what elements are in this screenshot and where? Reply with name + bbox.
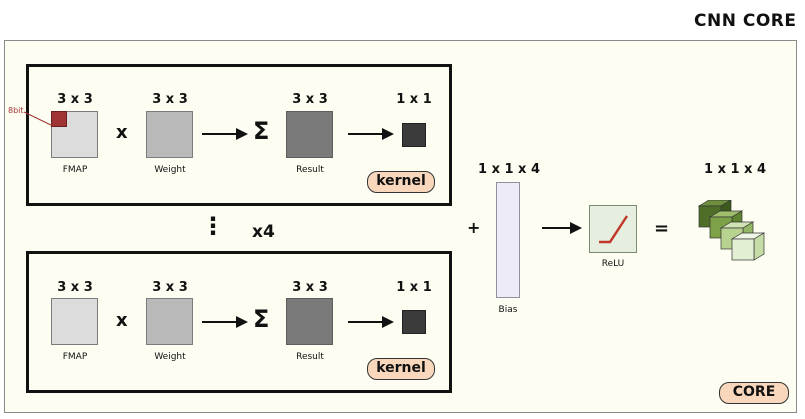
- equals-symbol: =: [654, 218, 670, 239]
- result-label-top: Result: [296, 165, 324, 175]
- output-tensor-cubes: [697, 200, 766, 261]
- result-dim-top: 3 x 3: [292, 92, 328, 107]
- diagram-title: CNN CORE: [694, 11, 797, 31]
- arrow-right-icon: [202, 128, 248, 140]
- vertical-ellipsis-icon: ⋮: [201, 212, 225, 240]
- output-dim-top: 1 x 1: [396, 92, 432, 107]
- result-square-top: [286, 111, 333, 158]
- result-label-bottom: Result: [296, 352, 324, 362]
- relu-block: [589, 205, 637, 253]
- fmap-label-bottom: FMAP: [62, 352, 88, 362]
- multiply-symbol-bottom: x: [116, 310, 128, 331]
- bias-label: Bias: [498, 305, 518, 315]
- result-dim-bottom: 3 x 3: [292, 280, 328, 295]
- arrow-right-icon: [542, 222, 582, 234]
- arrow-right-icon: [348, 316, 394, 328]
- kernel-pill-top: kernel: [367, 171, 435, 193]
- output-dim: 1 x 1 x 4: [704, 162, 767, 177]
- relu-curve-icon: [599, 215, 629, 244]
- weight-label-bottom: Weight: [154, 352, 186, 362]
- multiply-symbol-top: x: [116, 122, 128, 143]
- weight-square-bottom: [146, 298, 193, 345]
- weight-square-top: [146, 111, 193, 158]
- weight-label-top: Weight: [154, 165, 186, 175]
- output-square-bottom: [402, 310, 426, 334]
- kernel-pill-bottom: kernel: [367, 358, 435, 380]
- plus-symbol: +: [467, 218, 481, 237]
- bit-label: 8bit: [8, 106, 24, 115]
- bit-cell: [51, 111, 67, 127]
- fmap-dim-top: 3 x 3: [57, 92, 93, 107]
- bias-vector: [496, 182, 520, 298]
- core-pill: CORE: [719, 382, 789, 404]
- fmap-square-bottom: [51, 298, 98, 345]
- sum-symbol-bottom: Σ: [253, 305, 270, 333]
- fmap-dim-bottom: 3 x 3: [57, 280, 93, 295]
- output-dim-bottom: 1 x 1: [396, 280, 432, 295]
- arrow-right-icon: [348, 128, 394, 140]
- weight-dim-bottom: 3 x 3: [152, 280, 188, 295]
- output-square-top: [402, 123, 426, 147]
- sum-symbol-top: Σ: [253, 117, 270, 145]
- relu-label: ReLU: [601, 259, 625, 269]
- arrow-right-icon: [202, 316, 248, 328]
- bias-dim: 1 x 1 x 4: [478, 162, 541, 177]
- cube-4: [730, 232, 766, 261]
- fmap-label-top: FMAP: [62, 165, 88, 175]
- repeat-count: x4: [252, 222, 275, 242]
- weight-dim-top: 3 x 3: [152, 92, 188, 107]
- result-square-bottom: [286, 298, 333, 345]
- fmap-square-top: [51, 111, 98, 158]
